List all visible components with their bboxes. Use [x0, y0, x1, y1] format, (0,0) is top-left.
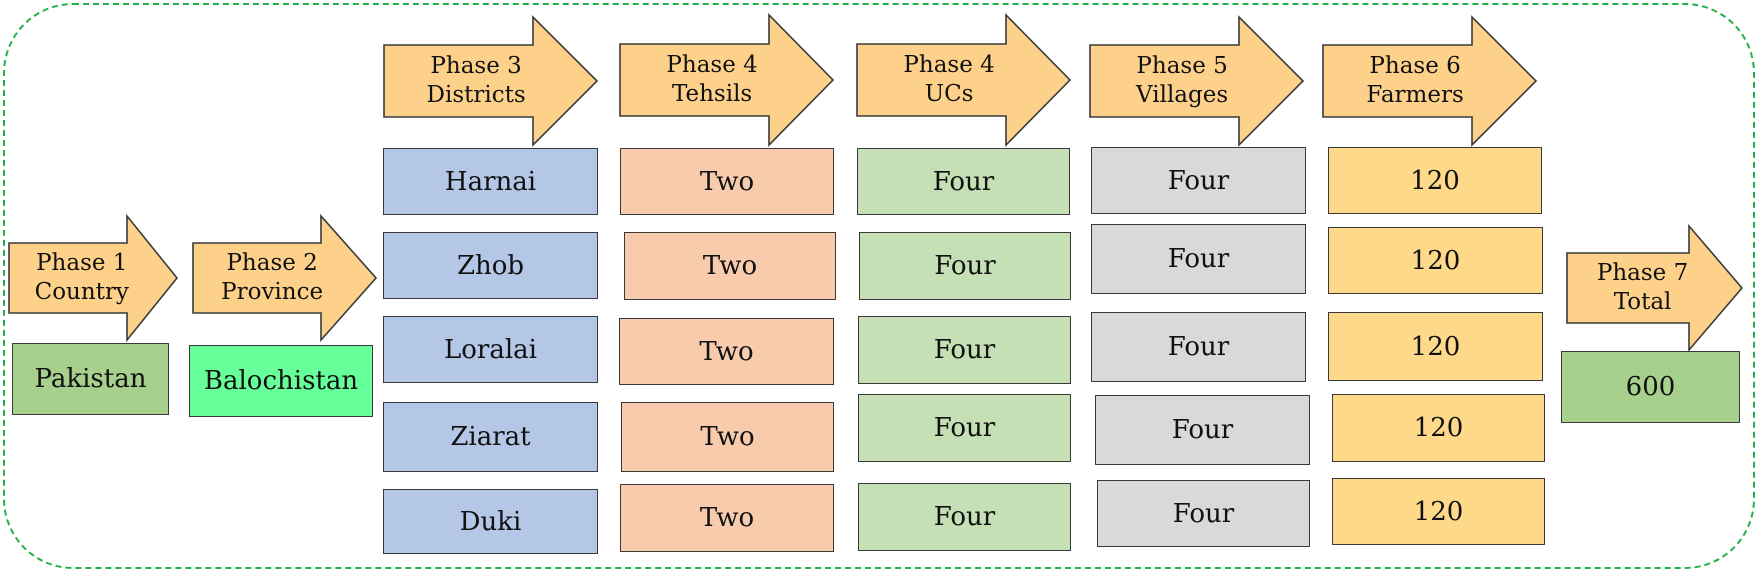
- phase-3-label: Phase 3 Districts: [384, 45, 568, 117]
- uc-cell: Four: [858, 316, 1071, 384]
- phase-4-ucs-arrow: Phase 4 UCs: [856, 13, 1072, 147]
- phase-4-tehsils-subtitle: Tehsils: [671, 81, 753, 107]
- phase-7-title: Phase 7: [1596, 260, 1689, 286]
- arrow-polygon: [192, 213, 378, 343]
- phase-2-subtitle: Province: [221, 279, 324, 305]
- tehsil-cell: Two: [624, 232, 836, 300]
- arrow-shape: [1089, 15, 1305, 147]
- uc-cell: Four: [857, 148, 1070, 215]
- phase-4-tehsils-arrow: Phase 4 Tehsils: [619, 13, 835, 147]
- arrow-polygon: [619, 13, 835, 147]
- phase-4-tehsils-title: Phase 4: [666, 52, 758, 78]
- phase-2-title: Phase 2: [226, 250, 318, 276]
- tehsil-cell: Two: [620, 148, 834, 215]
- phase-5-label: Phase 5 Villages: [1090, 45, 1274, 117]
- village-cell: Four: [1095, 395, 1310, 465]
- phase-1-title: Phase 1: [36, 250, 128, 276]
- phase-7-arrow: Phase 7 Total: [1566, 223, 1744, 353]
- phase-1-arrow: Phase 1 Country: [8, 213, 179, 343]
- arrow-shape: [619, 13, 835, 147]
- phase-6-arrow: Phase 6 Farmers: [1322, 15, 1538, 147]
- arrow-polygon: [856, 13, 1072, 147]
- village-cell: Four: [1091, 312, 1306, 382]
- phase-2-label: Phase 2 Province: [193, 243, 351, 313]
- farmer-cell: 120: [1328, 227, 1543, 294]
- district-cell: Loralai: [383, 316, 598, 383]
- village-cell: Four: [1091, 147, 1306, 214]
- district-cell: Ziarat: [383, 402, 598, 472]
- phase-6-subtitle: Farmers: [1366, 82, 1464, 108]
- phase-6-label: Phase 6 Farmers: [1323, 45, 1507, 117]
- phase-3-title: Phase 3: [430, 53, 522, 79]
- village-cell: Four: [1097, 480, 1310, 547]
- farmer-cell: 120: [1332, 394, 1545, 462]
- phase-2-arrow: Phase 2 Province: [192, 213, 378, 343]
- phase-3-arrow: Phase 3 Districts: [383, 15, 599, 147]
- village-cell: Four: [1091, 224, 1306, 294]
- dashed-border-frame: [3, 3, 1755, 569]
- phase-5-subtitle: Villages: [1136, 82, 1229, 108]
- phase-3-subtitle: Districts: [426, 82, 526, 108]
- arrow-polygon: [383, 15, 599, 147]
- arrow-shape: [8, 213, 179, 343]
- phase-4-ucs-subtitle: UCs: [924, 81, 974, 107]
- phase-4-ucs-title: Phase 4: [903, 52, 995, 78]
- phase-4-tehsils-label: Phase 4 Tehsils: [620, 44, 804, 116]
- farmer-cell: 120: [1328, 147, 1542, 214]
- arrow-polygon: [1566, 223, 1744, 353]
- country-box: Pakistan: [12, 343, 169, 415]
- phase-7-label: Phase 7 Total: [1567, 253, 1718, 323]
- farmer-cell: 120: [1332, 478, 1545, 545]
- district-cell: Harnai: [383, 148, 598, 215]
- tehsil-cell: Two: [619, 318, 834, 385]
- arrow-shape: [1322, 15, 1538, 147]
- arrow-polygon: [1322, 15, 1538, 147]
- arrow-shape: [1566, 223, 1744, 353]
- phase-5-arrow: Phase 5 Villages: [1089, 15, 1305, 147]
- phase-6-title: Phase 6: [1369, 53, 1461, 79]
- total-box: 600: [1561, 351, 1740, 423]
- phase-1-subtitle: Country: [34, 279, 129, 305]
- tehsil-cell: Two: [620, 484, 834, 552]
- farmer-cell: 120: [1328, 312, 1543, 381]
- uc-cell: Four: [858, 483, 1071, 551]
- arrow-polygon: [1089, 15, 1305, 147]
- phase-7-subtitle: Total: [1613, 289, 1672, 315]
- uc-cell: Four: [859, 232, 1071, 300]
- uc-cell: Four: [858, 394, 1071, 462]
- tehsil-cell: Two: [621, 402, 834, 472]
- arrow-polygon: [8, 213, 179, 343]
- phase-5-title: Phase 5: [1136, 53, 1228, 79]
- arrow-shape: [856, 13, 1072, 147]
- arrow-shape: [192, 213, 378, 343]
- phase-1-label: Phase 1 Country: [9, 243, 155, 313]
- phase-4-ucs-label: Phase 4 UCs: [857, 44, 1041, 116]
- district-cell: Zhob: [383, 232, 598, 299]
- district-cell: Duki: [383, 489, 598, 554]
- arrow-shape: [383, 15, 599, 147]
- province-box: Balochistan: [189, 345, 373, 417]
